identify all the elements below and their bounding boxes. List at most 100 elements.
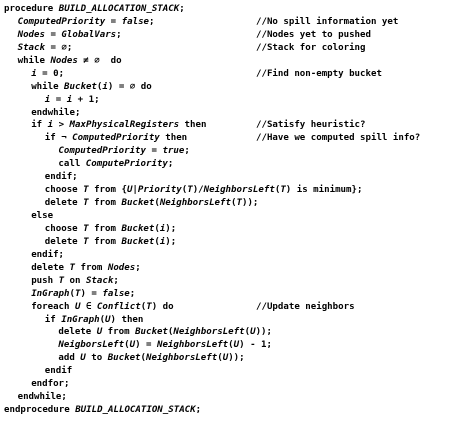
keyword-or-symbol: while [17, 55, 51, 66]
code-line: endif; [4, 171, 448, 184]
keyword-or-symbol: ; [195, 405, 202, 416]
code-text: Stack = ∅; [18, 42, 73, 55]
code-text: endprocedure BUILD_ALLOCATION_STACK; [4, 404, 201, 417]
identifier: T [280, 185, 286, 196]
identifier: i [47, 120, 54, 131]
code-line: choose T from {U|Priority(T)/NeighborsLe… [4, 184, 448, 197]
code-line: ComputedPriority = false;//No spill info… [4, 16, 448, 29]
keyword-or-symbol: from [75, 262, 108, 273]
keyword-or-symbol: ; [179, 4, 185, 14]
code-text: endfor; [31, 378, 69, 391]
keyword-or-symbol: push [31, 275, 59, 286]
keyword-or-symbol: ( [217, 353, 223, 364]
keyword-or-symbol: ; [135, 262, 141, 273]
code-text: choose T from Bucket(i); [45, 223, 176, 236]
code-text: delete T from Bucket(NeighborsLeft(T)); [45, 197, 259, 210]
identifier: ComputePriority [85, 159, 168, 170]
keyword-or-symbol: = 0; [36, 68, 65, 79]
code-line: choose T from Bucket(i); [4, 223, 448, 236]
identifier: i [159, 236, 166, 247]
keyword-or-symbol: = [146, 146, 163, 157]
keyword-or-symbol: ) = [80, 288, 103, 299]
keyword-or-symbol: endif [44, 366, 73, 377]
code-line: delete T from Bucket(NeighborsLeft(T)); [4, 197, 448, 210]
keyword-or-symbol: | [132, 185, 138, 196]
keyword-or-symbol: add [58, 353, 81, 364]
keyword-or-symbol: ); [165, 223, 177, 234]
keyword-or-symbol: )); [228, 353, 245, 364]
identifier: i [159, 223, 166, 234]
keyword-or-symbol: ) is minimum}; [285, 185, 363, 196]
identifier: true [162, 146, 185, 157]
keyword-or-symbol: = [50, 94, 67, 105]
keyword-or-symbol: ; [129, 288, 136, 299]
keyword-or-symbol: delete [58, 327, 97, 338]
keyword-or-symbol: to [85, 353, 108, 364]
keyword-or-symbol: ; [113, 275, 119, 286]
code-line: push T on Stack; [4, 275, 448, 288]
keyword-or-symbol: ; [167, 159, 174, 170]
code-line: endif; [4, 249, 448, 262]
keyword-or-symbol: )/ [192, 185, 204, 196]
keyword-or-symbol: )); [255, 327, 272, 338]
identifier: BUILD_ALLOCATION_STACK [75, 405, 196, 416]
code-text: InGraph(T) = false; [31, 288, 135, 301]
code-text: delete T from Nodes; [31, 262, 141, 275]
code-text: i = 0; [31, 68, 64, 81]
identifier: false [102, 288, 130, 299]
identifier: i [102, 81, 108, 92]
code-line: delete T from Nodes; [4, 262, 448, 275]
identifier: T [75, 288, 81, 299]
keyword-or-symbol: then [159, 133, 188, 144]
keyword-or-symbol: ( [140, 353, 147, 364]
identifier: Nodes [50, 55, 78, 66]
keyword-or-symbol: ; [184, 146, 190, 157]
identifier: Nodes [107, 262, 136, 273]
keyword-or-symbol: = ∅; [44, 42, 73, 53]
code-text: if ¬ ComputedPriority then [45, 132, 187, 145]
keyword-or-symbol: ) - 1; [239, 340, 272, 351]
code-text: endif [45, 365, 72, 378]
identifier: Bucket [121, 223, 155, 234]
identifier: i [66, 94, 73, 105]
keyword-or-symbol: endwhile; [17, 392, 67, 403]
code-line: endwhile; [4, 107, 448, 120]
keyword-or-symbol: > [53, 120, 70, 131]
code-text: NeigborsLeft(U) = NeighborsLeft(U) - 1; [58, 339, 272, 352]
identifier: U [233, 340, 240, 351]
identifier: U [222, 353, 229, 364]
identifier: T [236, 198, 242, 209]
identifier: NeighborsLeft [146, 353, 218, 364]
code-line: NeigborsLeft(U) = NeighborsLeft(U) - 1; [4, 339, 448, 352]
identifier: false [121, 16, 150, 27]
keyword-or-symbol: ( [228, 340, 234, 351]
identifier: T [83, 185, 89, 196]
keyword-or-symbol: = [44, 29, 62, 40]
code-line: endfor; [4, 378, 448, 391]
identifier: T [58, 275, 65, 286]
code-text: endif; [31, 249, 64, 262]
keyword-or-symbol: ( [244, 327, 251, 338]
identifier: Bucket [121, 236, 155, 247]
keyword-or-symbol: ( [96, 81, 103, 92]
identifier: Bucket [121, 198, 155, 209]
keyword-or-symbol: if [44, 314, 62, 325]
identifier: Nodes [17, 29, 45, 40]
identifier: U [96, 327, 103, 338]
keyword-or-symbol: then [179, 120, 207, 131]
code-line: endprocedure BUILD_ALLOCATION_STACK; [4, 404, 448, 417]
code-line: endif [4, 365, 448, 378]
identifier: U [250, 327, 256, 338]
code-line: ComputedPriority = true; [4, 145, 448, 158]
identifier: Priority [137, 185, 182, 196]
keyword-or-symbol: procedure [4, 4, 59, 14]
code-line: while Nodes ≠ ∅ do [4, 55, 448, 68]
code-text: while Bucket(i) = ∅ do [31, 81, 152, 94]
identifier: NeighborsLeft [203, 185, 275, 196]
code-comment: //Satisfy heuristic? [256, 120, 366, 131]
code-line: i = 0;//Find non-empty bucket [4, 68, 448, 81]
code-line: InGraph(T) = false; [4, 288, 448, 301]
keyword-or-symbol: ( [274, 185, 281, 196]
keyword-or-symbol: ( [167, 327, 174, 338]
identifier: InGraph [61, 314, 100, 325]
